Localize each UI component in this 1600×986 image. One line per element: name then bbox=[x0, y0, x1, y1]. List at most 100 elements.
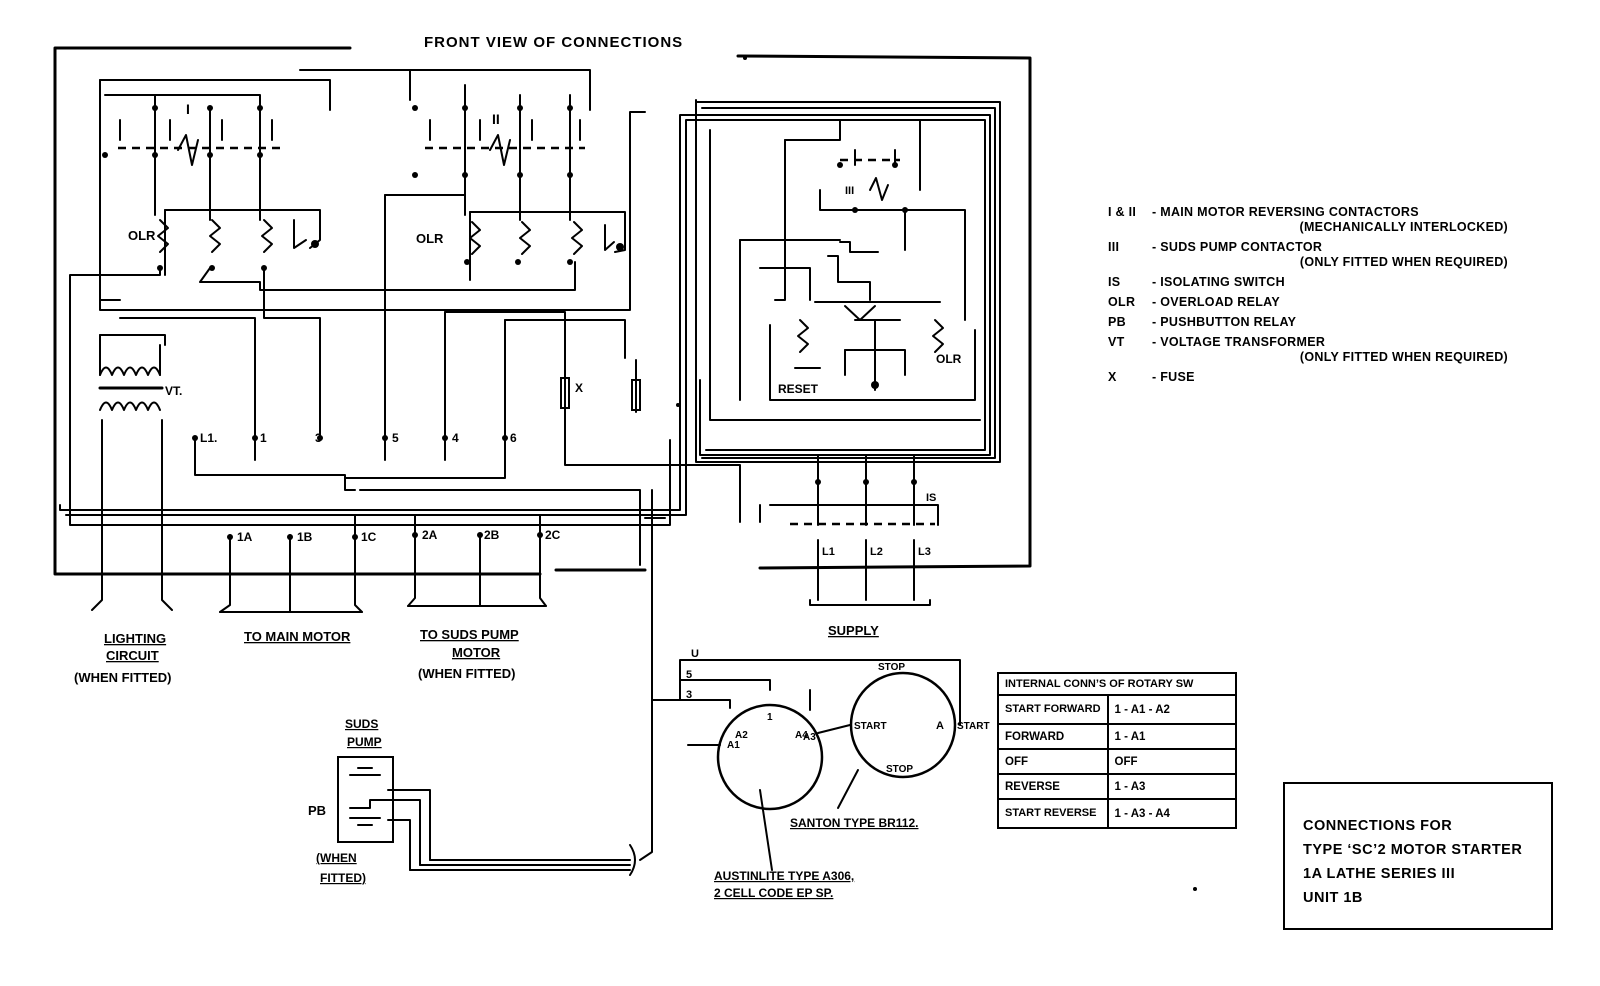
supply-caption: SUPPLY bbox=[828, 623, 879, 638]
legend-desc: - MAIN MOTOR REVERSING CONTACTORS bbox=[1152, 205, 1419, 219]
suds-pump-caption-1: SUDS bbox=[345, 717, 378, 731]
legend-key: IS bbox=[1108, 275, 1121, 289]
title-block-line-1: CONNECTIONS FOR bbox=[1303, 818, 1453, 834]
table-cell-conn: 1 - A1 - A2 bbox=[1106, 694, 1237, 725]
table-header-row: INTERNAL CONN’S OF ROTARY SW bbox=[997, 672, 1237, 696]
legend-sub: (MECHANICALLY INTERLOCKED) bbox=[1299, 220, 1508, 234]
title-block: CONNECTIONS FOR TYPE ‘SC’2 MOTOR STARTER… bbox=[1283, 782, 1553, 930]
terminal-1c: 1C bbox=[361, 530, 377, 544]
table-cell-conn: 1 - A3 - A4 bbox=[1106, 798, 1237, 829]
table-cell-conn: 1 - A1 bbox=[1106, 723, 1237, 750]
suds-motor-caption-1: TO SUDS PUMP bbox=[420, 627, 519, 642]
table-cell-state: OFF bbox=[997, 748, 1109, 775]
terminal-2b: 2B bbox=[484, 528, 500, 542]
terminal-4: 4 bbox=[452, 431, 459, 445]
overload-relay-middle: OLR bbox=[384, 194, 626, 331]
rotary-left-a2: A2 bbox=[735, 730, 748, 741]
output-captions: LIGHTING CIRCUIT (WHEN FITTED) TO MAIN M… bbox=[74, 623, 879, 685]
lighting-caption-3: (WHEN FITTED) bbox=[74, 670, 171, 685]
terminal-l1: L1. bbox=[200, 431, 217, 445]
lighting-caption-2: CIRCUIT bbox=[106, 648, 159, 663]
contactor-ii: II bbox=[299, 69, 591, 221]
supply-terminal-l1: L1 bbox=[822, 546, 835, 558]
title-block-line-4: UNIT 1B bbox=[1303, 890, 1363, 906]
legend-key: III bbox=[1108, 240, 1120, 254]
contactor-ii-label: II bbox=[492, 111, 500, 127]
rotary-left-1: 1 bbox=[767, 712, 773, 723]
suds-motor-caption-2: MOTOR bbox=[452, 645, 501, 660]
terminal-1: 1 bbox=[260, 431, 267, 445]
rotary-connections-table: INTERNAL CONN’S OF ROTARY SW START FORWA… bbox=[997, 672, 1237, 829]
control-wiring bbox=[69, 111, 741, 611]
diagram-title: FRONT VIEW OF CONNECTIONS bbox=[424, 34, 683, 51]
rotary-left-3: 3 bbox=[686, 689, 692, 701]
lighting-caption-1: LIGHTING bbox=[104, 631, 166, 646]
legend-key: OLR bbox=[1108, 295, 1136, 309]
table-row: START FORWARD 1 - A1 - A2 bbox=[997, 694, 1237, 725]
legend-desc: - SUDS PUMP CONTACTOR bbox=[1152, 240, 1323, 254]
rotary-right-stop-bottom: STOP bbox=[886, 764, 913, 775]
table-row: REVERSE 1 - A3 bbox=[997, 773, 1237, 800]
rotary-right-start-right: START bbox=[957, 721, 990, 732]
terminal-strip: L1. 1 3 5 4 6 bbox=[192, 431, 517, 445]
rotary-left-a1: A1 bbox=[727, 740, 740, 751]
motor-terminals: 1A 1B 1C 2A 2B 2C bbox=[219, 514, 561, 613]
table-header: INTERNAL CONN’S OF ROTARY SW bbox=[997, 672, 1237, 696]
terminal-5: 5 bbox=[392, 431, 399, 445]
legend-desc: - PUSHBUTTON RELAY bbox=[1152, 315, 1297, 329]
rotary-right-stop-top: STOP bbox=[878, 662, 905, 673]
supply-terminal-l3: L3 bbox=[918, 546, 931, 558]
title-block-line-3: 1A LATHE SERIES III bbox=[1303, 866, 1456, 882]
table-row: START REVERSE 1 - A3 - A4 bbox=[997, 798, 1237, 829]
legend-row: X - FUSE bbox=[1108, 370, 1508, 385]
table-cell-conn: OFF bbox=[1106, 748, 1237, 775]
contactor-i-label: I bbox=[186, 101, 190, 117]
pb-when-caption-1: (WHEN bbox=[316, 851, 357, 865]
rotary-left-a3: A3 bbox=[803, 732, 816, 743]
suds-pump-caption-2: PUMP bbox=[347, 735, 382, 749]
legend-sub: (ONLY FITTED WHEN REQUIRED) bbox=[1299, 255, 1508, 269]
olr-middle-label: OLR bbox=[416, 231, 444, 246]
table-cell-conn: 1 - A3 bbox=[1106, 773, 1237, 800]
fuse-x: X bbox=[560, 364, 641, 421]
table-cell-state: START REVERSE bbox=[997, 798, 1109, 829]
terminal-1b: 1B bbox=[297, 530, 313, 544]
legend-desc: - ISOLATING SWITCH bbox=[1152, 275, 1285, 289]
legend-row: III - SUDS PUMP CONTACTOR(ONLY FITTED WH… bbox=[1108, 240, 1508, 270]
legend-desc: - VOLTAGE TRANSFORMER bbox=[1152, 335, 1326, 349]
santon-caption: SANTON TYPE BR112. bbox=[790, 816, 918, 830]
rotary-left-5: 5 bbox=[686, 669, 692, 681]
legend-key: I & II bbox=[1108, 205, 1137, 219]
legend: I & II - MAIN MOTOR REVERSING CONTACTORS… bbox=[1108, 205, 1508, 390]
suds-pump-pushbutton: SUDS PUMP PB (WHEN FITTED) bbox=[308, 699, 681, 885]
contactor-iii: III RESET OLR bbox=[739, 119, 976, 401]
legend-row: PB - PUSHBUTTON RELAY bbox=[1108, 315, 1508, 330]
legend-key: PB bbox=[1108, 315, 1126, 329]
supply-terminal-l2: L2 bbox=[870, 546, 883, 558]
rotary-left-a4: A4 bbox=[795, 730, 808, 741]
table-row: FORWARD 1 - A1 bbox=[997, 723, 1237, 750]
terminal-3: 3 bbox=[315, 431, 322, 445]
main-motor-caption: TO MAIN MOTOR bbox=[244, 629, 351, 644]
table-cell-state: FORWARD bbox=[997, 723, 1109, 750]
legend-desc: - OVERLOAD RELAY bbox=[1152, 295, 1280, 309]
legend-key: X bbox=[1108, 370, 1117, 384]
rotary-switch: U 5 3 1 A2 A4 A1 A3 STOP START A START S… bbox=[651, 489, 990, 900]
table-cell-state: REVERSE bbox=[997, 773, 1109, 800]
olr-right-label: OLR bbox=[936, 352, 962, 366]
rotary-right-a: A bbox=[936, 720, 944, 732]
contactor-i: I bbox=[99, 79, 331, 301]
fuse-label: X bbox=[575, 381, 583, 395]
isolating-switch: IS L1 L2 L3 bbox=[759, 454, 939, 606]
terminal-1a: 1A bbox=[237, 530, 253, 544]
legend-key: VT bbox=[1108, 335, 1125, 349]
legend-row: IS - ISOLATING SWITCH bbox=[1108, 275, 1508, 290]
austinlite-caption-2: 2 CELL CODE EP SP. bbox=[714, 886, 833, 900]
isolator-label: IS bbox=[926, 492, 936, 504]
voltage-transformer: VT. bbox=[98, 344, 182, 411]
suds-motor-caption-3: (WHEN FITTED) bbox=[418, 666, 515, 681]
terminal-2c: 2C bbox=[545, 528, 561, 542]
olr-left-label: OLR bbox=[128, 228, 156, 243]
